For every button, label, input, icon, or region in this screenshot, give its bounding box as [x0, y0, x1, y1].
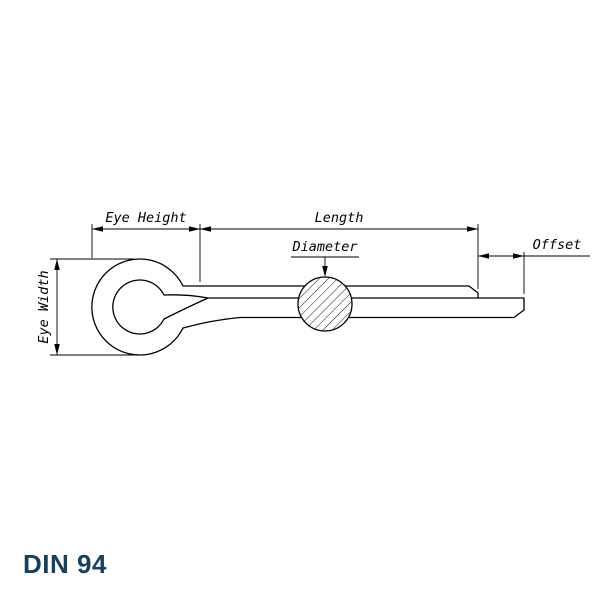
eye-inner-outline — [112, 279, 165, 335]
dimensions: Eye Height Length Diameter Offse — [36, 210, 590, 356]
arrowhead — [92, 226, 103, 232]
drawing-title: DIN 94 — [23, 549, 107, 579]
dimension-eye-height: Eye Height — [91, 210, 201, 282]
section-circle-hatch — [298, 277, 352, 331]
arrowhead — [200, 226, 211, 232]
dim-label-diameter: Diameter — [291, 239, 358, 255]
dim-label-length: Length — [315, 210, 364, 226]
arrowhead — [54, 344, 60, 355]
dim-label-eye-height: Eye Height — [105, 210, 186, 226]
dimension-eye-width: Eye Width — [36, 258, 134, 356]
arrowhead — [467, 226, 478, 232]
dim-label-eye-width: Eye Width — [36, 270, 52, 343]
eye-throat-upper-line — [163, 294, 209, 299]
arrowhead — [513, 253, 524, 259]
dimension-length: Length — [200, 210, 479, 289]
arrowhead — [54, 259, 60, 270]
diameter-cross-section — [297, 276, 353, 332]
dimension-diameter: Diameter — [291, 239, 359, 277]
arrowhead — [322, 266, 328, 277]
arrowhead — [478, 253, 489, 259]
eye-outer-outline — [91, 258, 184, 356]
dimension-offset: Offset — [478, 237, 590, 294]
eye-throat-lower-line — [163, 297, 209, 320]
arrowhead — [189, 226, 200, 232]
lower-prong-outline — [182, 297, 525, 329]
dim-label-offset: Offset — [533, 237, 582, 253]
